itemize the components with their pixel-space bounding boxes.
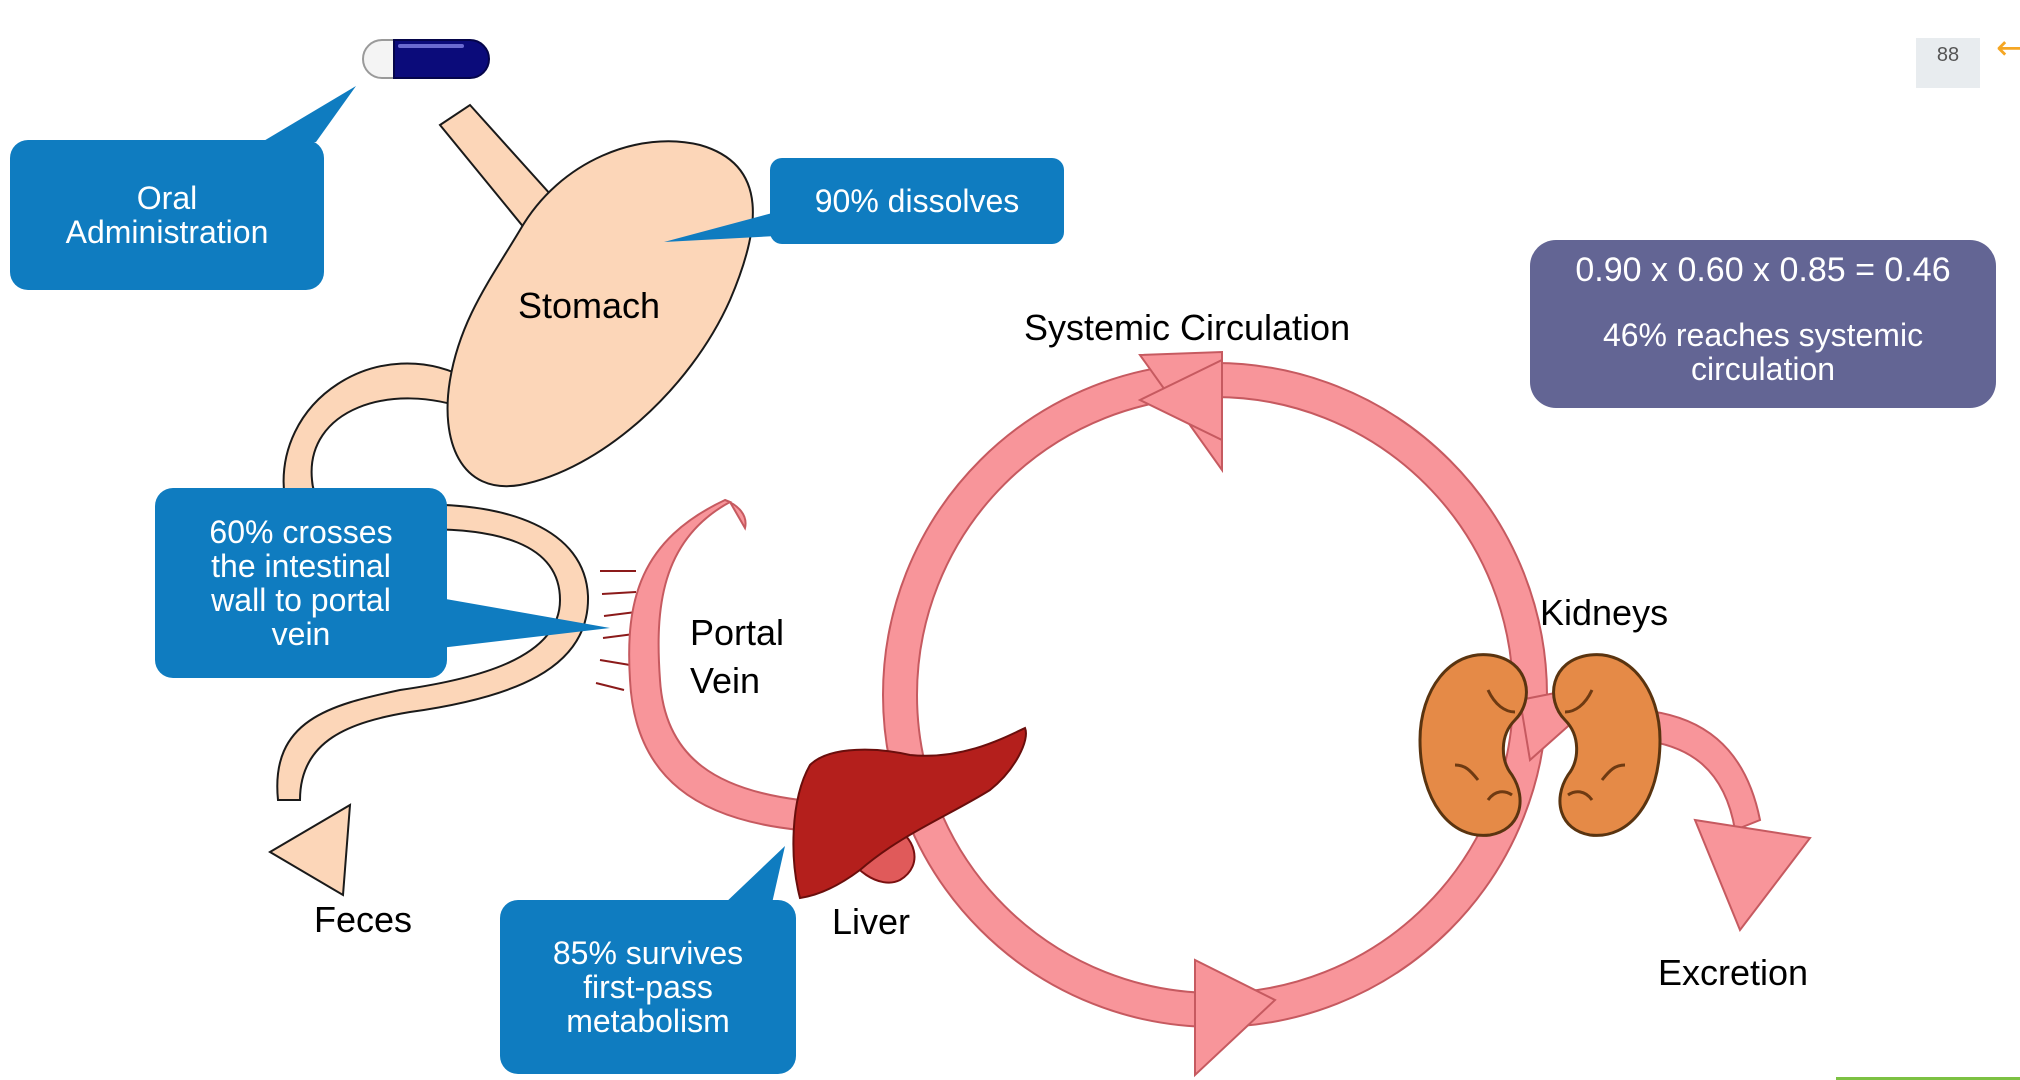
absorption-lines bbox=[595, 570, 637, 691]
calculation-box: 0.90 x 0.60 x 0.85 = 0.46 46% reaches sy… bbox=[1530, 240, 1996, 408]
calculation-equation: 0.90 x 0.60 x 0.85 = 0.46 bbox=[1575, 251, 1951, 289]
portal-vein bbox=[628, 498, 801, 832]
circulation-arrow-bottom bbox=[1194, 958, 1277, 1078]
circulation-loop bbox=[882, 350, 1548, 1078]
callout-first-pass bbox=[500, 846, 796, 1074]
calculation-result: 46% reaches systemic circulation bbox=[1602, 317, 1924, 387]
feces-arrow-head bbox=[268, 803, 352, 897]
gi-tract bbox=[268, 103, 754, 897]
excretion-label: Excretion bbox=[1658, 952, 1808, 993]
callout-intestinal-text: 60% crosses the intestinal wall to porta… bbox=[209, 514, 393, 652]
callout-first-pass-text: 85% survives first-pass metabolism bbox=[552, 935, 744, 1039]
capsule-icon bbox=[362, 39, 490, 79]
callout-oral bbox=[10, 86, 356, 290]
excretion-branch bbox=[1639, 708, 1762, 832]
callout-dissolves bbox=[664, 158, 1064, 244]
callout-intestinal bbox=[155, 488, 610, 678]
kidneys-icon bbox=[1418, 653, 1662, 837]
portal-vein-label-line2: Vein bbox=[690, 660, 760, 701]
stomach-label: Stomach bbox=[518, 285, 660, 326]
callout-dissolves-text: 90% dissolves bbox=[814, 183, 1020, 219]
back-arrow-icon[interactable]: ← bbox=[1996, 28, 2020, 68]
bottom-accent-line bbox=[1836, 1077, 2020, 1080]
liver-shape bbox=[792, 726, 1027, 900]
portal-vein-label-line1: Portal bbox=[690, 612, 784, 653]
excretion-arrow-head bbox=[1693, 818, 1812, 932]
feces-label: Feces bbox=[314, 899, 412, 940]
systemic-circulation-label: Systemic Circulation bbox=[1024, 307, 1350, 348]
page-number: 88 bbox=[1916, 38, 1980, 88]
stomach-shape bbox=[446, 140, 754, 488]
kidneys-label: Kidneys bbox=[1540, 592, 1668, 633]
liver-label: Liver bbox=[832, 901, 910, 942]
callout-oral-text: Oral Administration bbox=[65, 180, 269, 250]
